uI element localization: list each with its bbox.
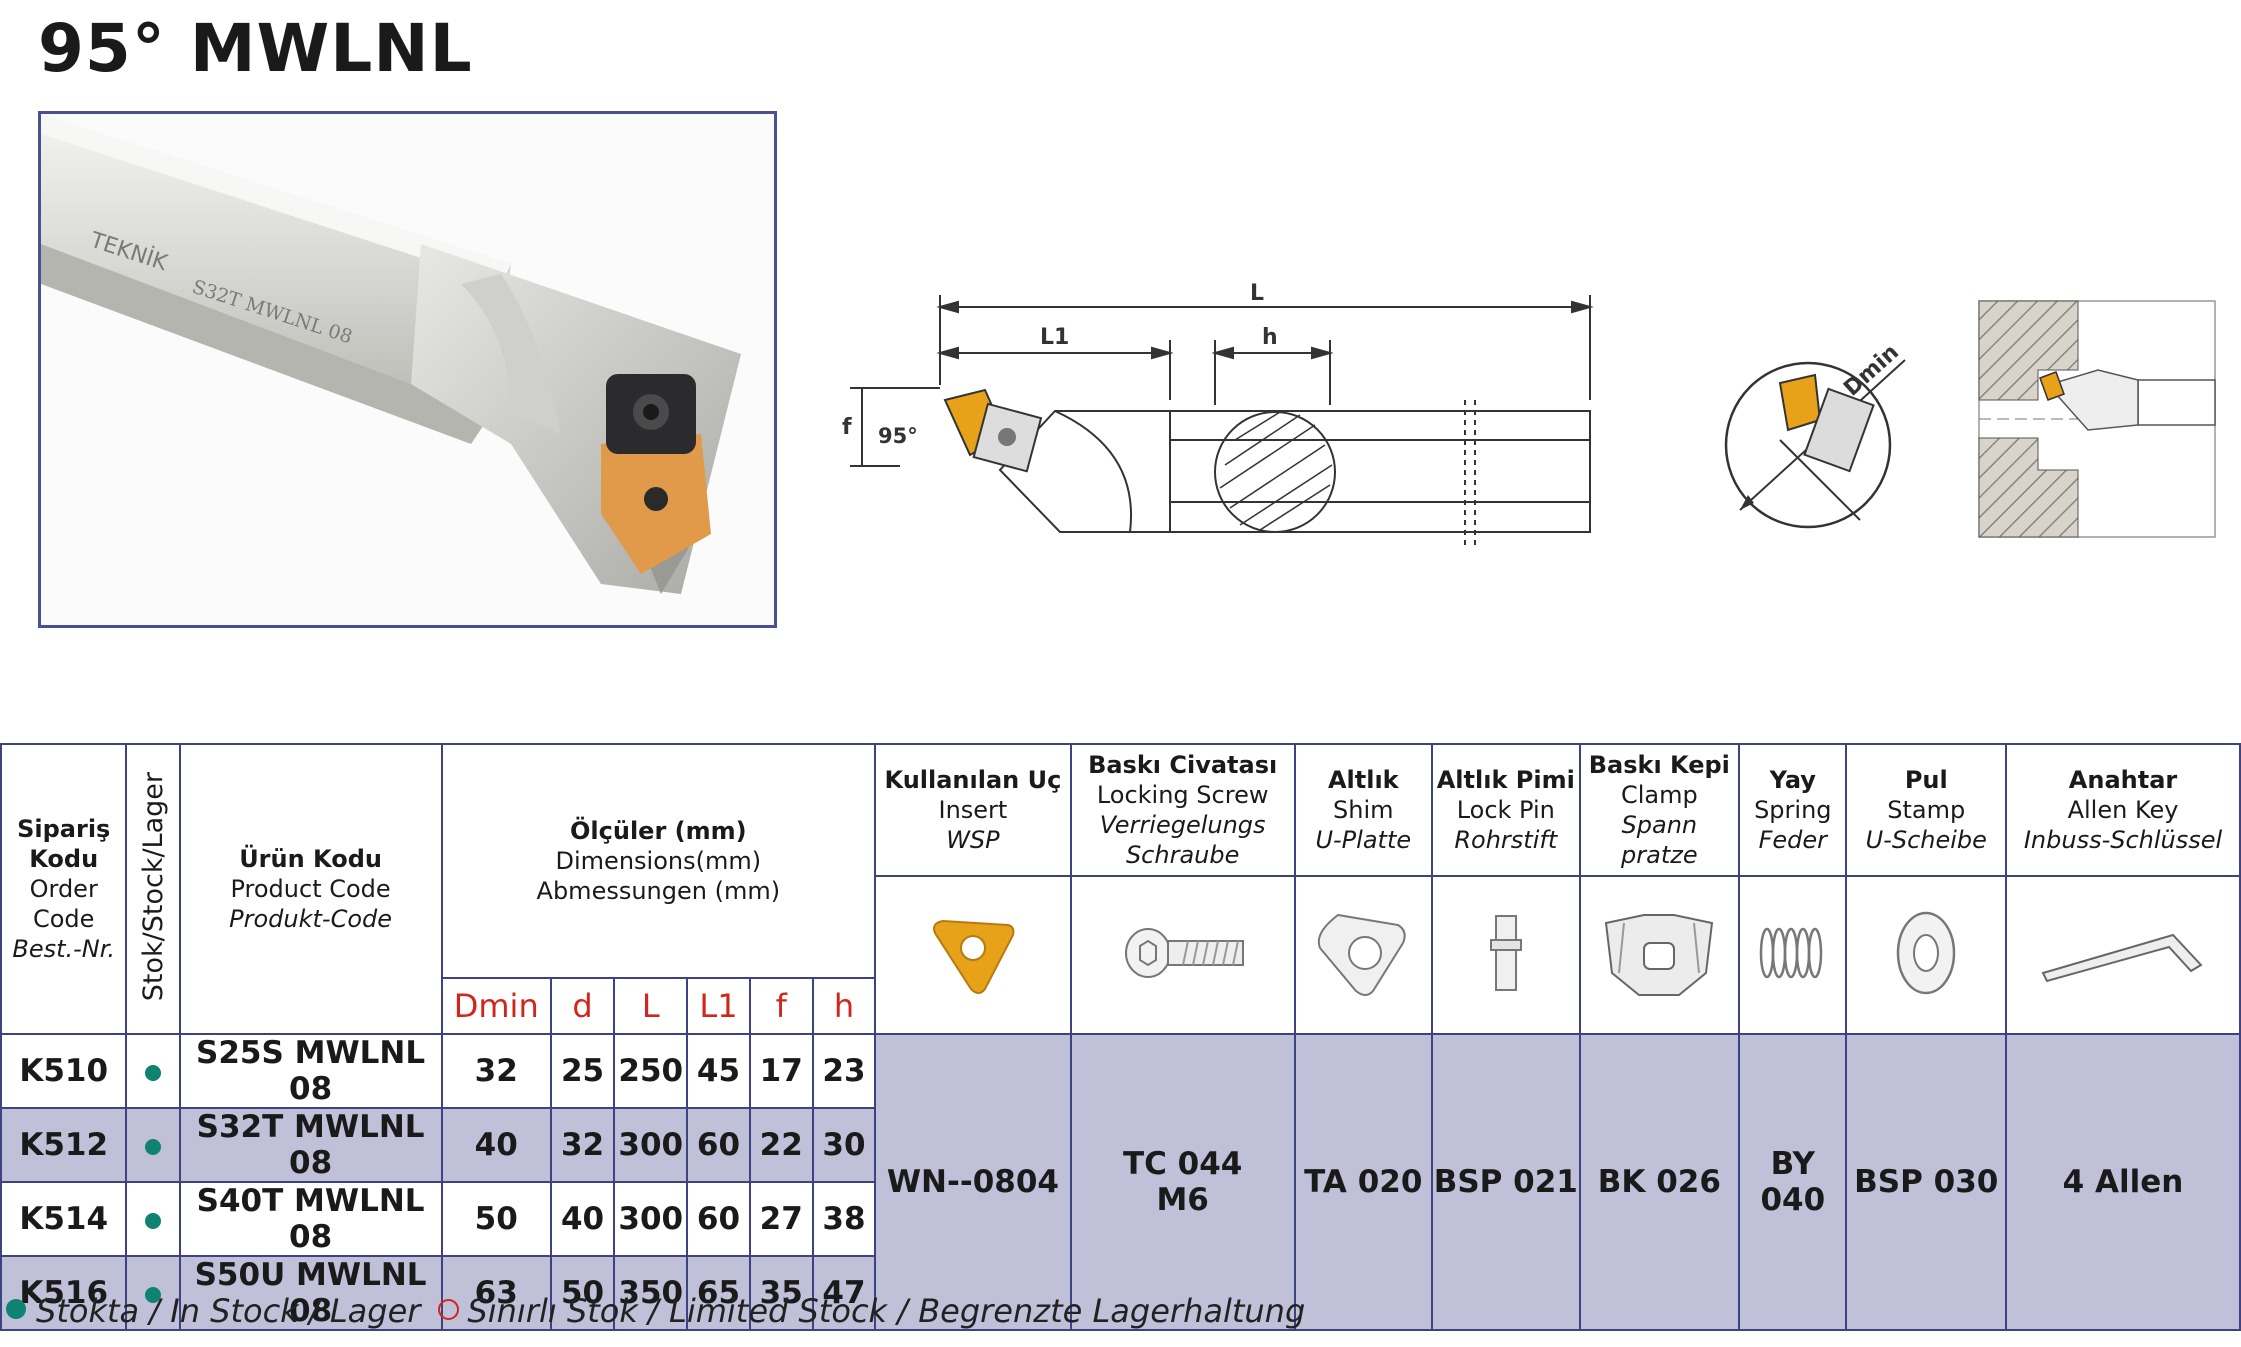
L1-cell: 65: [686, 1255, 751, 1331]
order-code-cell: K514: [0, 1181, 128, 1257]
f-cell: 35: [748, 1255, 814, 1331]
order-code-cell: K510: [0, 1033, 128, 1109]
d-cell: 40: [549, 1181, 616, 1257]
product-code-cell: S32T MWLNL 08: [178, 1107, 443, 1183]
L-cell: 350: [613, 1255, 689, 1331]
dmin-cell: 32: [440, 1033, 552, 1109]
dim-label-L1: L1: [1040, 325, 1069, 350]
dim-col-L: L: [613, 977, 689, 1035]
clamp-value: BK 026: [1578, 1033, 1741, 1331]
dim-label-h: h: [1262, 325, 1278, 350]
product-photo: TEKNİK S32T MWLNL 08: [38, 111, 777, 628]
shim-value: TA 020: [1293, 1033, 1434, 1331]
clamp-icon: [1578, 875, 1741, 1035]
washer-icon: [1845, 875, 2008, 1035]
stock-legend: Stokta / In Stock / Lager Sınırlı Stok / …: [6, 1292, 1305, 1330]
dim-col-L1: L1: [686, 977, 751, 1035]
dimensions-header: Ölçüler (mm)Dimensions(mm)Abmessungen (m…: [440, 743, 877, 979]
locking-screw-line1: TC 044: [1122, 1146, 1243, 1182]
in-stock-dot-icon: [145, 1287, 162, 1303]
in-stock-dot-icon: [145, 1065, 162, 1081]
dim-col-f: f: [748, 977, 814, 1035]
locking-screw-line2: M6: [1156, 1182, 1209, 1218]
h-cell: 30: [811, 1107, 877, 1183]
dim-label-f: f: [842, 415, 852, 440]
f-cell: 22: [748, 1107, 814, 1183]
product-code-cell: S25S MWLNL 08: [178, 1033, 443, 1109]
product-code-cell: S50U MWLNL 08: [178, 1255, 443, 1331]
order-code-cell: K516: [0, 1255, 128, 1331]
spring-line1: BY: [1770, 1146, 1815, 1182]
L-cell: 300: [613, 1181, 689, 1257]
h-cell: 47: [811, 1255, 877, 1331]
spring-line2: 040: [1760, 1182, 1826, 1218]
L-cell: 300: [613, 1107, 689, 1183]
d-cell: 25: [549, 1033, 616, 1109]
dim-col-h: h: [811, 977, 877, 1035]
in-stock-dot-icon: [145, 1139, 162, 1155]
washer-value: BSP 030: [1845, 1033, 2008, 1331]
product-code-cell: S40T MWLNL 08: [178, 1181, 443, 1257]
limited-stock-legend-text: Sınırlı Stok / Limited Stock / Begrenzte…: [467, 1292, 1306, 1330]
L1-cell: 60: [686, 1107, 751, 1183]
lock-pin-icon: [1431, 875, 1581, 1035]
stock-status-cell: [125, 1107, 181, 1183]
workpiece-section-drawing: [1978, 300, 2216, 538]
boring-bar-illustration: TEKNİK S32T MWLNL 08: [41, 114, 774, 625]
allen-key-icon: [2005, 875, 2241, 1035]
stock-status-cell: [125, 1033, 181, 1109]
dim-label-L: L: [1250, 281, 1264, 306]
dmin-cell: 63: [440, 1255, 552, 1331]
screw-icon: [1069, 875, 1296, 1035]
spring-icon: [1738, 875, 1848, 1035]
allen-key-value: 4 Allen: [2005, 1033, 2241, 1331]
dmin-cell: 40: [440, 1107, 552, 1183]
table-row: K510 S25S MWLNL 08 32 25 250 45 17 23 WN…: [0, 1033, 2241, 1331]
stock-status-cell: [125, 1181, 181, 1257]
limited-stock-ring-icon: [438, 1298, 460, 1320]
insert-value: WN--0804: [874, 1033, 1072, 1331]
dim-col-d: d: [549, 977, 616, 1035]
angle-label: 95°: [878, 424, 918, 448]
f-cell: 27: [748, 1181, 814, 1257]
stock-header: Stok/Stock/Lager: [125, 743, 181, 1035]
in-stock-legend-text: Stokta / In Stock / Lager: [36, 1292, 421, 1330]
dim-col-dmin: Dmin: [440, 977, 552, 1035]
insert-icon: [874, 875, 1072, 1035]
dmin-drawing: Dmin: [1724, 340, 1906, 529]
order-code-cell: K512: [0, 1107, 128, 1183]
d-cell: 50: [549, 1255, 616, 1331]
dmin-cell: 50: [440, 1181, 552, 1257]
f-cell: 17: [748, 1033, 814, 1109]
h-cell: 23: [811, 1033, 877, 1109]
in-stock-dot-icon: [6, 1299, 26, 1319]
L1-cell: 60: [686, 1181, 751, 1257]
table-row: K514 S40T MWLNL 08 50 40 300 60 27 38: [0, 1181, 2240, 1257]
lock-pin-value: BSP 021: [1431, 1033, 1581, 1331]
L-cell: 250: [613, 1033, 689, 1109]
page-title: 95° MWLNL: [38, 10, 473, 87]
d-cell: 32: [549, 1107, 616, 1183]
dimension-drawing: L L1 h f 95° d: [842, 281, 1594, 545]
h-cell: 38: [811, 1181, 877, 1257]
in-stock-dot-icon: [145, 1213, 162, 1229]
stock-status-cell: [125, 1255, 181, 1331]
shim-icon: [1293, 875, 1434, 1035]
L1-cell: 45: [686, 1033, 751, 1109]
